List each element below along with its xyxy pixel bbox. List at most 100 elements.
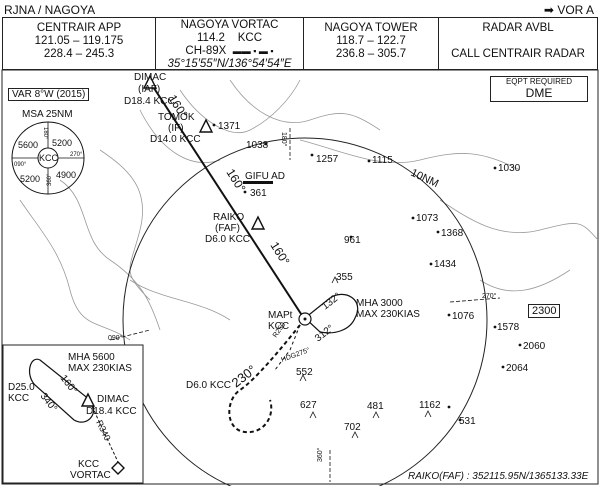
- missed-turn-path: [274, 324, 301, 371]
- msa-title: MSA 25NM: [22, 109, 73, 120]
- vortac-freq-row: 114.2 KCC: [197, 32, 262, 44]
- elev-1368: 1368: [441, 228, 464, 239]
- msa-radial-090: 090°: [14, 162, 27, 168]
- radar-avbl: RADAR AVBL: [482, 22, 554, 34]
- vortac-icon: [298, 312, 312, 326]
- dimac-dist: D18.4 KCC: [124, 96, 175, 107]
- map-frame: [1, 69, 599, 485]
- elev-355: 355: [336, 272, 353, 283]
- raiko-type: (FAF): [215, 223, 240, 234]
- msa-value-se: 4900: [56, 170, 76, 180]
- ten-nm-ring: [122, 137, 488, 486]
- elev-531: 531: [459, 416, 476, 427]
- elev-1038: 1038: [246, 140, 269, 151]
- frequency-bar: CENTRAIR APP 121.05 – 119.175 228.4 – 24…: [2, 17, 598, 70]
- elev-2064: 2064: [506, 363, 529, 374]
- tomok-type: (IF): [168, 123, 184, 134]
- dimac-type: (IAF): [138, 84, 160, 95]
- inset-mha: MHA 5600: [68, 352, 115, 363]
- raiko-dist: D6.0 KCC: [205, 234, 250, 245]
- holding-mha: MHA 3000: [356, 298, 403, 309]
- gifu-ad-label: GIFU AD: [245, 171, 285, 182]
- gifu-runway-icon: [243, 181, 273, 184]
- tower-cell: NAGOYA TOWER 118.7 – 122.7 236.8 – 305.7: [304, 18, 439, 69]
- elev-961: 961: [344, 235, 361, 246]
- holding-pattern: [304, 293, 359, 334]
- elev-1030: 1030: [498, 163, 521, 174]
- msa-radial-180: 180°: [42, 127, 48, 140]
- radial-360: 360°: [316, 447, 324, 462]
- procedure-name: VOR A: [557, 3, 594, 17]
- elev-1162: 1162: [419, 400, 441, 411]
- terrain-lines: [19, 79, 599, 341]
- inset-vortac-icon: [111, 461, 125, 475]
- inset-r340-line: [89, 401, 119, 463]
- equipment-label: EQPT REQUIRED: [505, 77, 573, 86]
- tower-freq1: 118.7 – 122.7: [336, 35, 406, 47]
- equipment-value: DME: [525, 86, 553, 100]
- msa-diagram: [11, 121, 85, 195]
- centrair-app-cell: CENTRAIR APP 121.05 – 119.175 228.4 – 24…: [3, 18, 156, 69]
- missed-course: 230°: [229, 362, 259, 390]
- inset-vortac-label: VORTAC: [70, 470, 111, 481]
- inset-frame: [2, 344, 144, 484]
- chart-location: RJNA / NAGOYA: [4, 3, 96, 17]
- radial-090-line: [109, 329, 151, 341]
- elev-1076: 1076: [452, 311, 475, 322]
- tower-freq2: 236.8 – 305.7: [335, 48, 407, 60]
- elev-361: 361: [250, 188, 267, 199]
- radar-call: CALL CENTRAIR RADAR: [451, 48, 585, 60]
- msa-radial-270: 270°: [70, 152, 83, 158]
- morse-code-icon: ▬▬ ▪ ▬ ▪: [232, 46, 274, 56]
- raiko-name: RAIKO: [213, 212, 244, 223]
- radial-090: 090°: [108, 334, 123, 342]
- elev-1434: 1434: [434, 259, 457, 270]
- dimac-fix-icon: [142, 74, 158, 89]
- tomok-dist: D14.0 KCC: [150, 134, 201, 145]
- centrair-app-freq1: 121.05 – 119.175: [34, 35, 124, 47]
- msa-value-ne: 5200: [52, 138, 72, 148]
- inset-dist: D18.4 KCC: [86, 406, 137, 417]
- radial-270: 270°: [482, 292, 497, 300]
- msa-value-nw: 5600: [18, 140, 38, 150]
- elev-1257: 1257: [316, 154, 339, 165]
- elev-481: 481: [367, 401, 384, 412]
- elevation-dots: [212, 123, 522, 422]
- elev-2060: 2060: [523, 341, 546, 352]
- elev-1073: 1073: [416, 213, 439, 224]
- tomok-fix-icon: [198, 118, 214, 133]
- radar-cell: RADAR AVBL CALL CENTRAIR RADAR: [439, 18, 597, 69]
- elev-552: 552: [296, 367, 313, 378]
- final-course-line: [149, 81, 306, 321]
- inset-kcc: KCC: [8, 393, 29, 404]
- footer-coords: RAIKO(FAF) : 352115.95N/1365133.33E: [408, 471, 589, 482]
- holding-speed: MAX 230KIAS: [356, 309, 420, 320]
- vortac-cell: NAGOYA VORTAC 114.2 KCC CH-89X ▬▬ ▪ ▬ ▪ …: [156, 18, 304, 70]
- equipment-box: EQPT REQUIRED DME: [490, 76, 588, 102]
- elev-1115: 1115: [372, 155, 393, 166]
- elev-1371: 1371: [218, 121, 241, 132]
- elev-702: 702: [344, 422, 361, 433]
- procedure-title: ➡ VOR A: [544, 3, 594, 17]
- inset-vortac-ident: KCC: [78, 459, 99, 470]
- inset-dimac: DIMAC: [97, 394, 129, 405]
- inset-speed: MAX 230KIAS: [68, 363, 132, 374]
- radial-180: 180°: [280, 132, 288, 147]
- centrair-app-freq2: 228.4 – 245.3: [43, 48, 115, 60]
- centrair-app-label: CENTRAIR APP: [36, 22, 122, 34]
- boxed-elevation: 2300: [528, 304, 561, 318]
- course-label-3: 160°: [267, 239, 292, 268]
- elev-1578: 1578: [497, 322, 520, 333]
- msa-radial-360: 360°: [47, 173, 53, 186]
- raiko-fix-icon: [250, 215, 266, 230]
- inset-dimac-icon: [80, 392, 96, 407]
- msa-value-sw: 5200: [20, 174, 40, 184]
- inset-d25: D25.0: [8, 382, 35, 393]
- vortac-channel-row: CH-89X ▬▬ ▪ ▬ ▪: [185, 45, 274, 57]
- elev-627: 627: [300, 400, 317, 411]
- inset-holding-pattern: [28, 358, 95, 423]
- right-arrow-icon: ➡: [543, 3, 554, 17]
- mapt-label: MAPt: [268, 310, 293, 321]
- d6-label: D6.0 KCC: [186, 380, 231, 391]
- tomok-name: TOMOK: [158, 112, 195, 123]
